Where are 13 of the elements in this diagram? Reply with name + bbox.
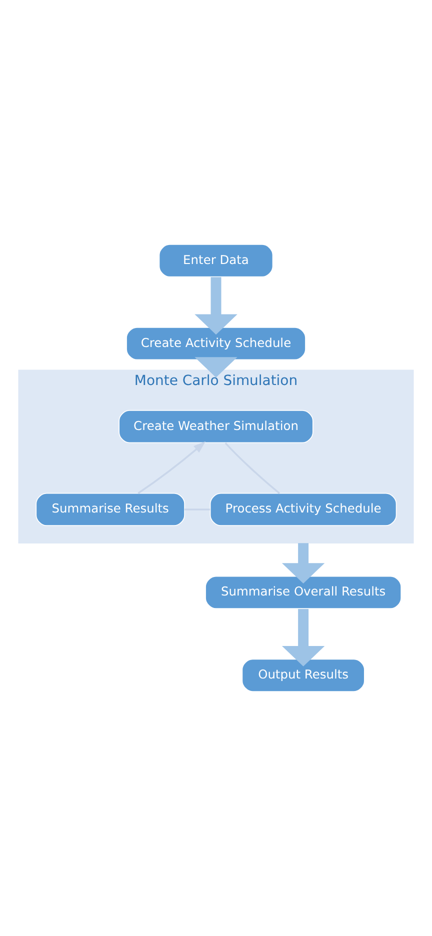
arrow <box>282 608 325 666</box>
connector <box>224 442 280 494</box>
node-box: Create Weather Simulation <box>118 410 314 444</box>
arrow <box>138 441 206 494</box>
node-box: Create Activity Schedule <box>126 327 306 360</box>
arrow <box>194 357 238 378</box>
arrow <box>194 277 238 335</box>
node-box: Summarise Results <box>36 492 185 526</box>
arrow <box>282 543 325 584</box>
node-box: Process Activity Schedule <box>210 492 397 526</box>
node-box: Output Results <box>242 658 365 692</box>
node-box: Enter Data <box>158 244 274 278</box>
node-box: Summarise Overall Results <box>205 576 402 609</box>
